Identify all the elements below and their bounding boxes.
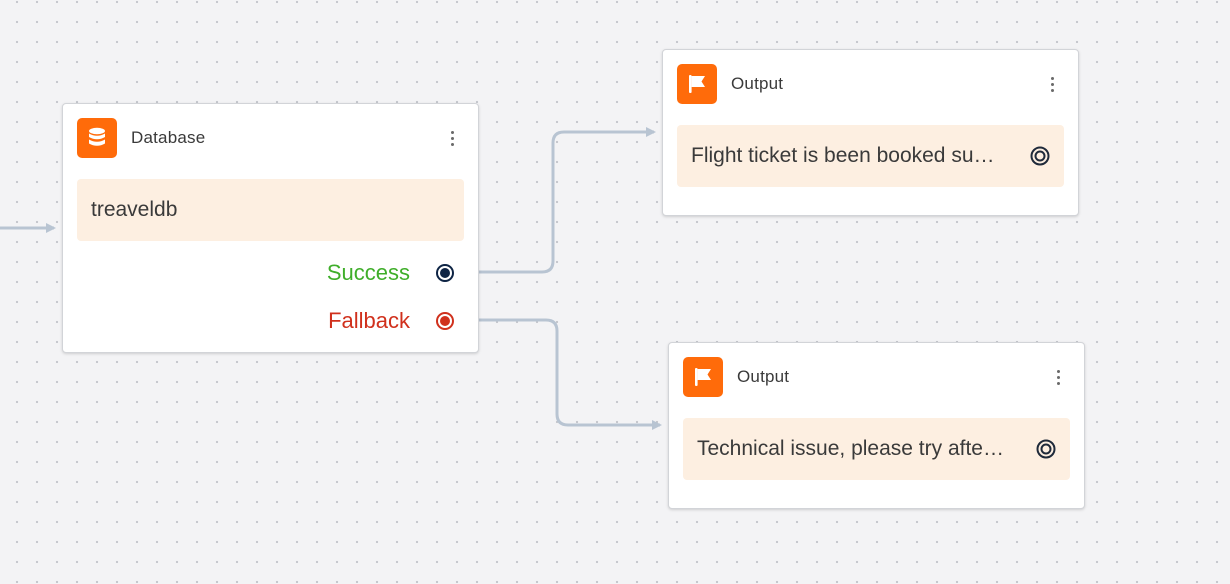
flag-icon — [683, 357, 723, 397]
fallback-label: Fallback — [328, 308, 410, 333]
target-icon[interactable] — [1030, 146, 1050, 166]
database-node-title: Database — [131, 128, 206, 147]
fallback-port[interactable] — [436, 312, 454, 330]
fallback-message-text: Technical issue, please try afte… — [697, 437, 1004, 460]
output-node-fallback-message[interactable]: Technical issue, please try afte… — [683, 418, 1070, 480]
output-node-success[interactable]: Output Flight ticket is been booked su… — [662, 49, 1079, 216]
database-icon — [77, 118, 117, 158]
output-node-success-title: Output — [731, 74, 784, 93]
fallback-wire — [449, 318, 662, 430]
target-icon[interactable] — [1036, 439, 1056, 459]
output-node-success-message[interactable]: Flight ticket is been booked su… — [677, 125, 1064, 187]
success-port[interactable] — [436, 264, 454, 282]
success-label: Success — [326, 260, 410, 285]
output-node-fallback-title: Output — [737, 367, 790, 386]
flag-icon — [677, 64, 717, 104]
success-output: Success — [327, 258, 454, 288]
output-node-fallback[interactable]: Output Technical issue, please try afte… — [668, 342, 1085, 509]
database-node-header: Database — [77, 118, 464, 158]
success-wire — [449, 127, 656, 274]
output-node-fallback-menu-button[interactable] — [1046, 362, 1070, 392]
output-node-success-header: Output — [677, 64, 1064, 104]
database-node-menu-button[interactable] — [440, 123, 464, 153]
success-message-text: Flight ticket is been booked su… — [691, 144, 995, 167]
database-name-text: treaveldb — [91, 198, 178, 221]
fallback-output: Fallback — [328, 306, 454, 336]
database-node[interactable]: Database treaveldb Success Fallback — [62, 103, 479, 353]
output-node-fallback-header: Output — [683, 357, 1070, 397]
output-node-success-menu-button[interactable] — [1040, 69, 1064, 99]
database-node-value[interactable]: treaveldb — [77, 179, 464, 241]
